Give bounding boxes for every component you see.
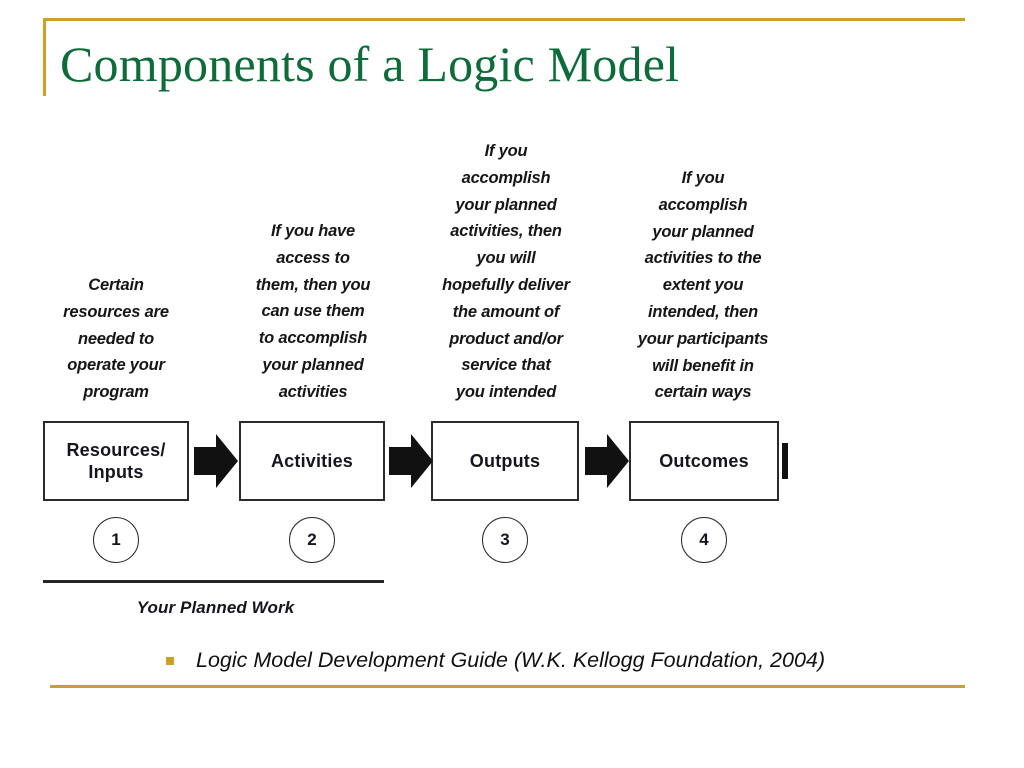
stage-label-line1: Activities: [270, 451, 354, 471]
stage-number-label: 3: [500, 530, 510, 549]
slide-left-rule: [43, 18, 46, 96]
square-bullet-icon: [166, 656, 174, 665]
planned-work-underline: [43, 580, 384, 583]
planned-work-label: Your Planned Work: [136, 598, 295, 617]
stage-label-line1: Resources/: [66, 440, 166, 460]
source-citation: Logic Model Development Guide (W.K. Kell…: [196, 648, 826, 672]
stage-label-line1: Outputs: [469, 451, 541, 471]
right-arrow-icon: [389, 434, 433, 488]
stage-box-outcomes[interactable]: Outcomes: [629, 421, 779, 501]
stage-label-line2: Inputs: [88, 462, 144, 482]
cropped-arrow-icon: [782, 443, 788, 479]
stage-number-label: 4: [699, 530, 709, 549]
slide-top-rule: [43, 18, 965, 21]
stage-label-line1: Outcomes: [659, 451, 749, 471]
stage-number-3: 3: [482, 517, 528, 563]
stage-box-activities[interactable]: Activities: [239, 421, 385, 501]
stage-number-1: 1: [93, 517, 139, 563]
right-arrow-icon: [194, 434, 238, 488]
stage-number-label: 2: [307, 530, 317, 549]
stage-number-label: 1: [111, 530, 121, 549]
stage-box-resources[interactable]: Resources/ Inputs: [43, 421, 189, 501]
right-arrow-icon: [585, 434, 629, 488]
slide-bottom-rule: [50, 685, 965, 688]
stage-box-outputs[interactable]: Outputs: [431, 421, 579, 501]
source-footnote: Logic Model Development Guide (W.K. Kell…: [166, 648, 825, 673]
stage-number-2: 2: [289, 517, 335, 563]
page-title: Components of a Logic Model: [60, 36, 680, 92]
stage-number-4: 4: [681, 517, 727, 563]
